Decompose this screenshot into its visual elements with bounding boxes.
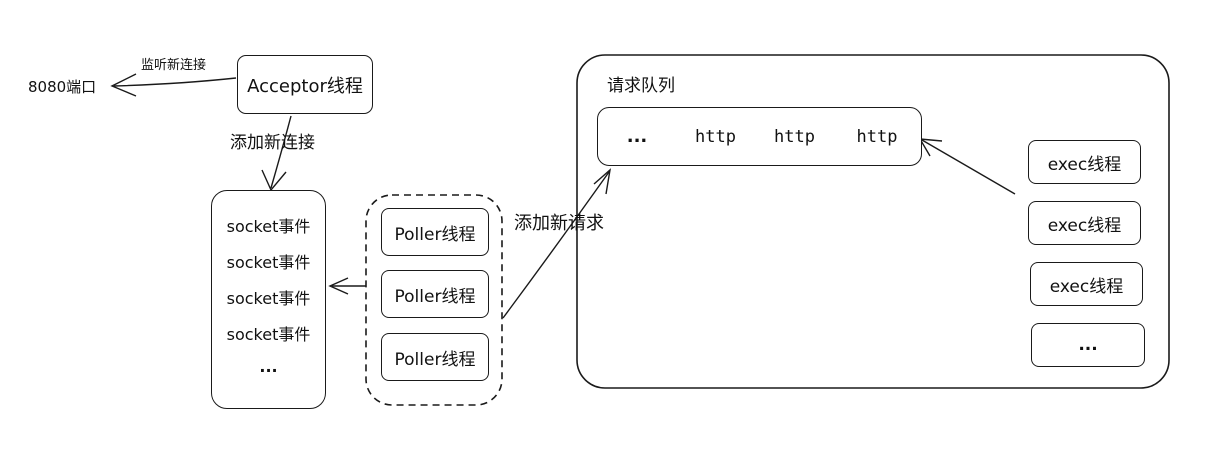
poller-thread-label: Poller线程 (394, 286, 476, 307)
exec-thread-node: exec线程 (1028, 140, 1141, 184)
socket-event-more: ... (259, 357, 278, 376)
poller-thread-node: Poller线程 (381, 333, 489, 381)
socket-event-item: socket事件 (226, 325, 311, 344)
arrow-exec-to-queue (918, 138, 1016, 195)
arrow-pollers-to-sockets (328, 277, 366, 295)
queue-cell-more: ... (626, 126, 648, 147)
poller-group-outline (365, 194, 503, 406)
request-queue-title: 请求队列 (607, 76, 675, 96)
socket-event-list: socket事件 socket事件 socket事件 socket事件 ... (211, 190, 326, 409)
exec-thread-node: exec线程 (1030, 262, 1143, 306)
acceptor-thread-node: Acceptor线程 (237, 55, 373, 114)
arrow-acceptor-to-port (110, 73, 237, 97)
poller-thread-node: Poller线程 (381, 270, 489, 318)
acceptor-thread-label: Acceptor线程 (247, 75, 363, 97)
request-queue-container (576, 54, 1170, 389)
socket-event-item: socket事件 (226, 217, 311, 236)
edge-label-add-request: 添加新请求 (514, 213, 604, 234)
edge-label-add-connection: 添加新连接 (230, 133, 315, 153)
arrow-pollers-to-queue (502, 168, 612, 319)
exec-thread-label: exec线程 (1049, 276, 1124, 297)
queue-cell-http: http (695, 126, 736, 147)
exec-thread-more-label: ... (1078, 335, 1098, 355)
edge-label-listen: 监听新连接 (141, 58, 207, 73)
poller-thread-label: Poller线程 (394, 224, 476, 245)
poller-thread-label: Poller线程 (394, 349, 476, 370)
socket-event-item: socket事件 (226, 253, 311, 272)
port-label: 8080端口 (28, 78, 97, 96)
request-queue-bar: ... http http http (597, 107, 922, 166)
socket-event-item: socket事件 (226, 289, 311, 308)
queue-cell-http: http (774, 126, 815, 147)
queue-cell-http: http (856, 126, 898, 147)
exec-thread-more: ... (1031, 323, 1145, 367)
exec-thread-label: exec线程 (1047, 215, 1122, 236)
poller-thread-node: Poller线程 (381, 208, 489, 256)
exec-thread-node: exec线程 (1028, 201, 1141, 245)
exec-thread-label: exec线程 (1047, 154, 1122, 175)
